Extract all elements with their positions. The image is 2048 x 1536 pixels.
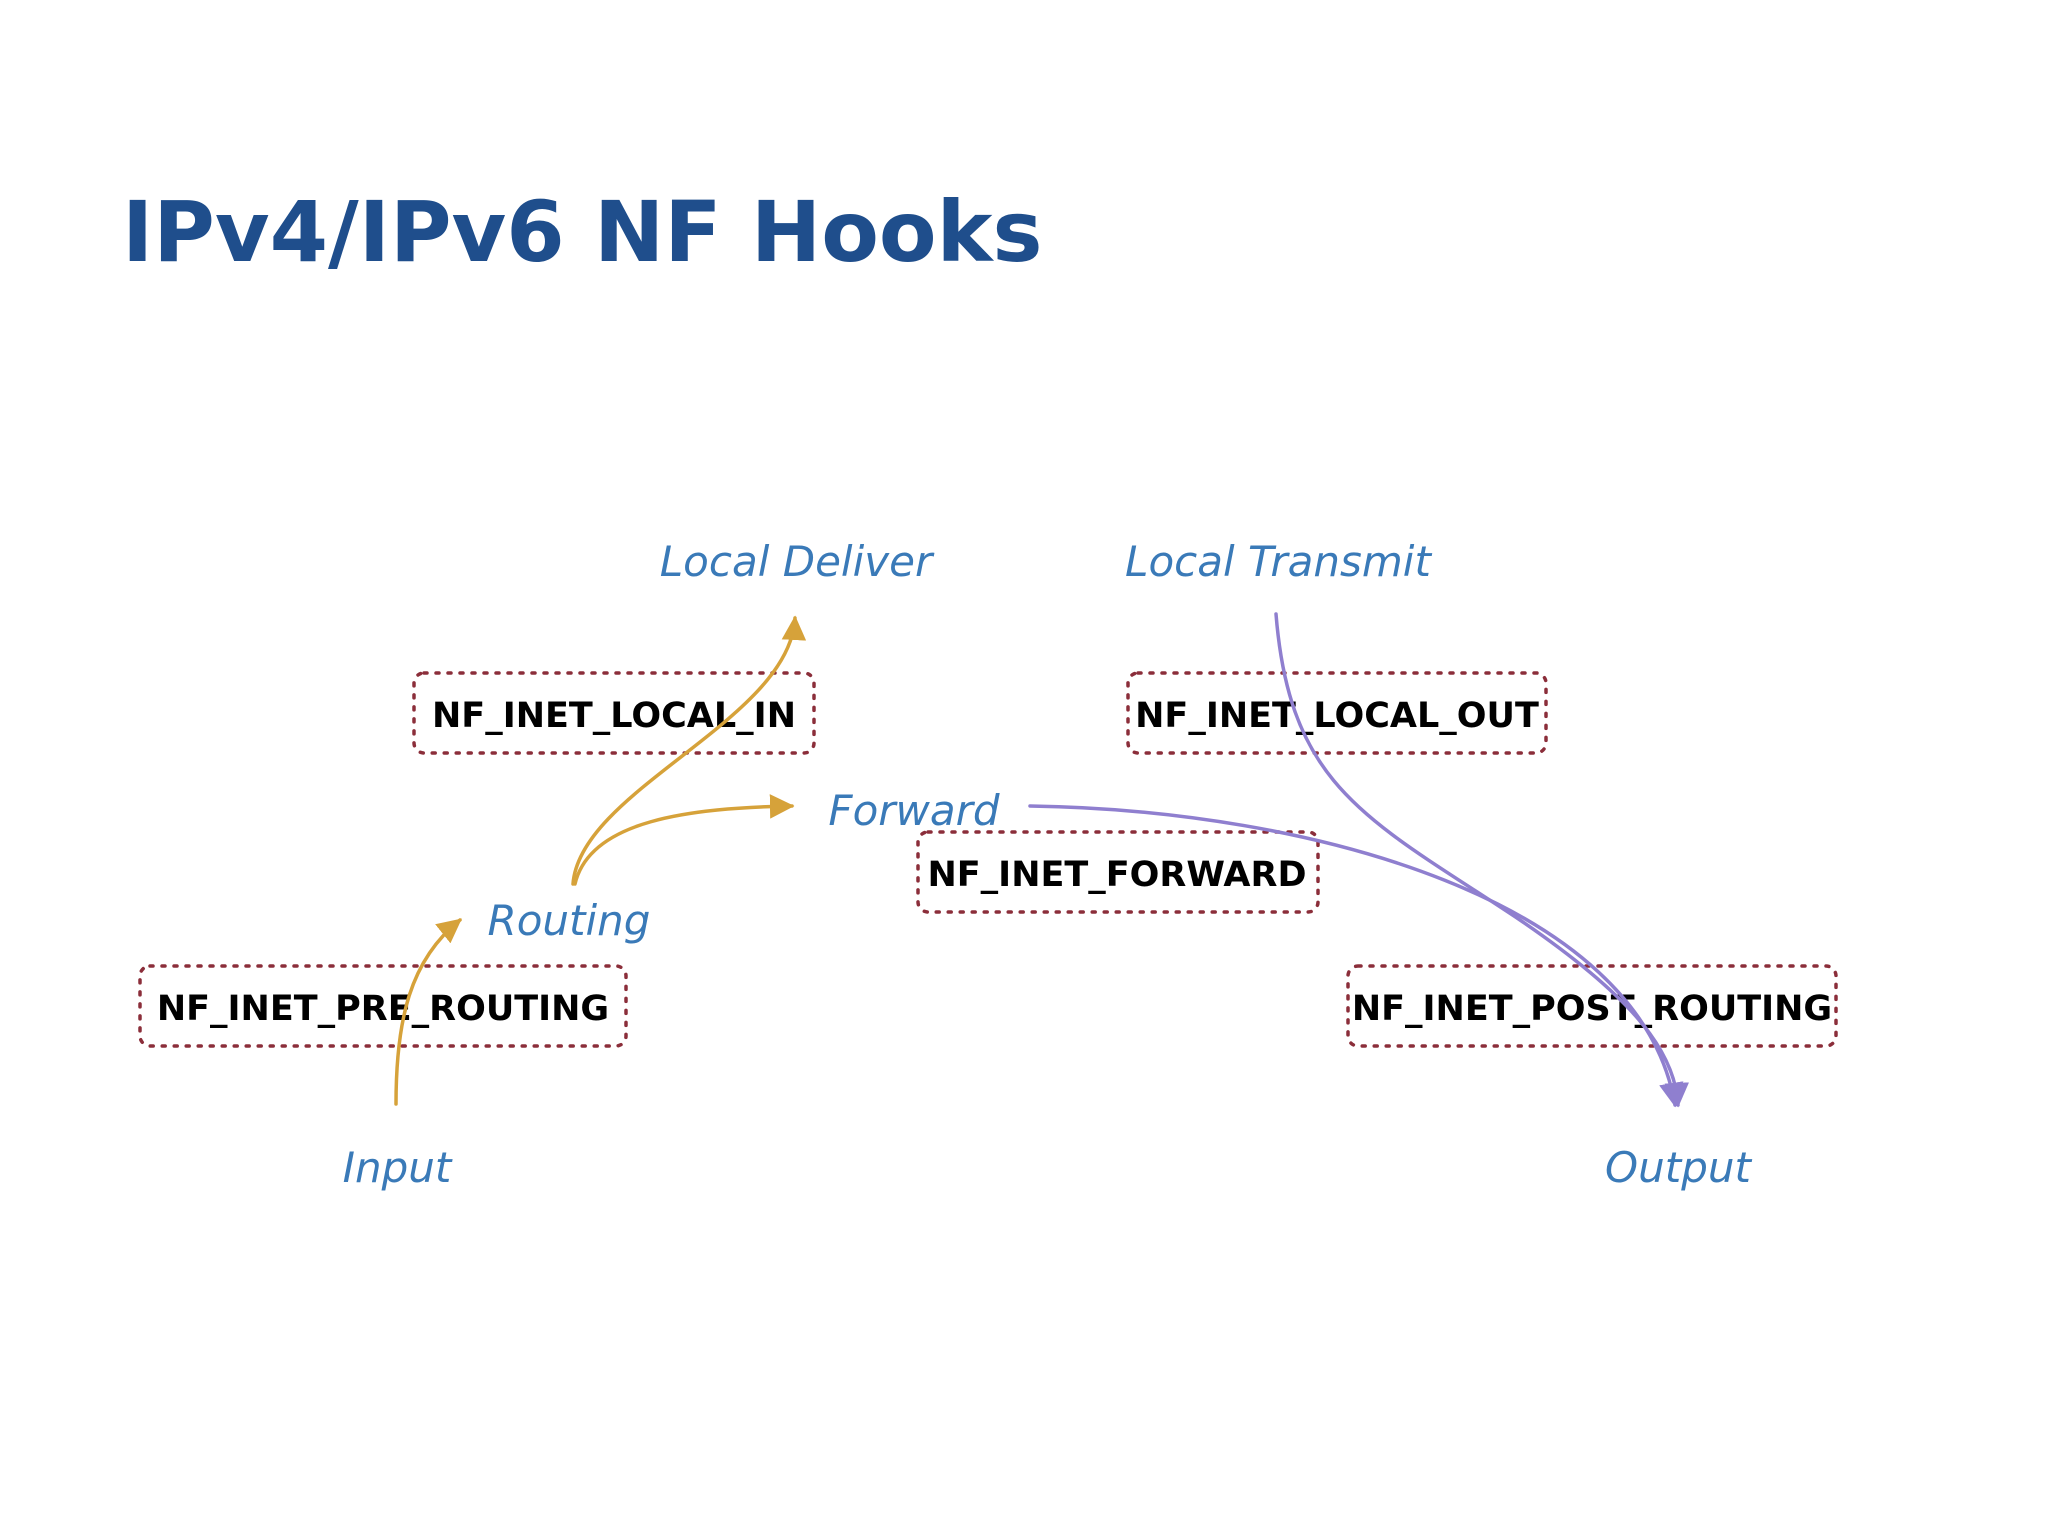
stage-routing-label: Routing [488,896,651,945]
stage-local-deliver-label: Local Deliver [660,537,935,586]
hook-post-routing-label: NF_INET_POST_ROUTING [1352,989,1832,1029]
hook-pre-routing-label: NF_INET_PRE_ROUTING [157,989,609,1029]
hook-local-out-label: NF_INET_LOCAL_OUT [1135,696,1539,736]
arrow-input-to-routing [394,918,462,1106]
hook-box-forward [916,830,1320,914]
arrow-local-transmit-to-output [1274,612,1690,1108]
stage-local-transmit-label: Local Transmit [1125,537,1432,586]
slide-title: IPv4/IPv6 NF Hooks [122,183,1043,281]
arrow-routing-to-forward [573,794,795,886]
hook-local-in-label: NF_INET_LOCAL_IN [432,696,796,736]
hook-box-pre-routing [138,964,628,1048]
arrow-routing-to-local-deliver [571,615,807,886]
hook-box-post-routing [1346,964,1838,1048]
hook-forward-label: NF_INET_FORWARD [927,855,1306,895]
arrow-forward-to-output [1028,804,1684,1108]
stage-input-label: Input [343,1143,453,1192]
stage-output-label: Output [1605,1143,1752,1192]
hook-box-local-out [1126,671,1548,755]
hook-box-local-in [412,671,816,755]
stage-forward-label: Forward [828,786,999,835]
